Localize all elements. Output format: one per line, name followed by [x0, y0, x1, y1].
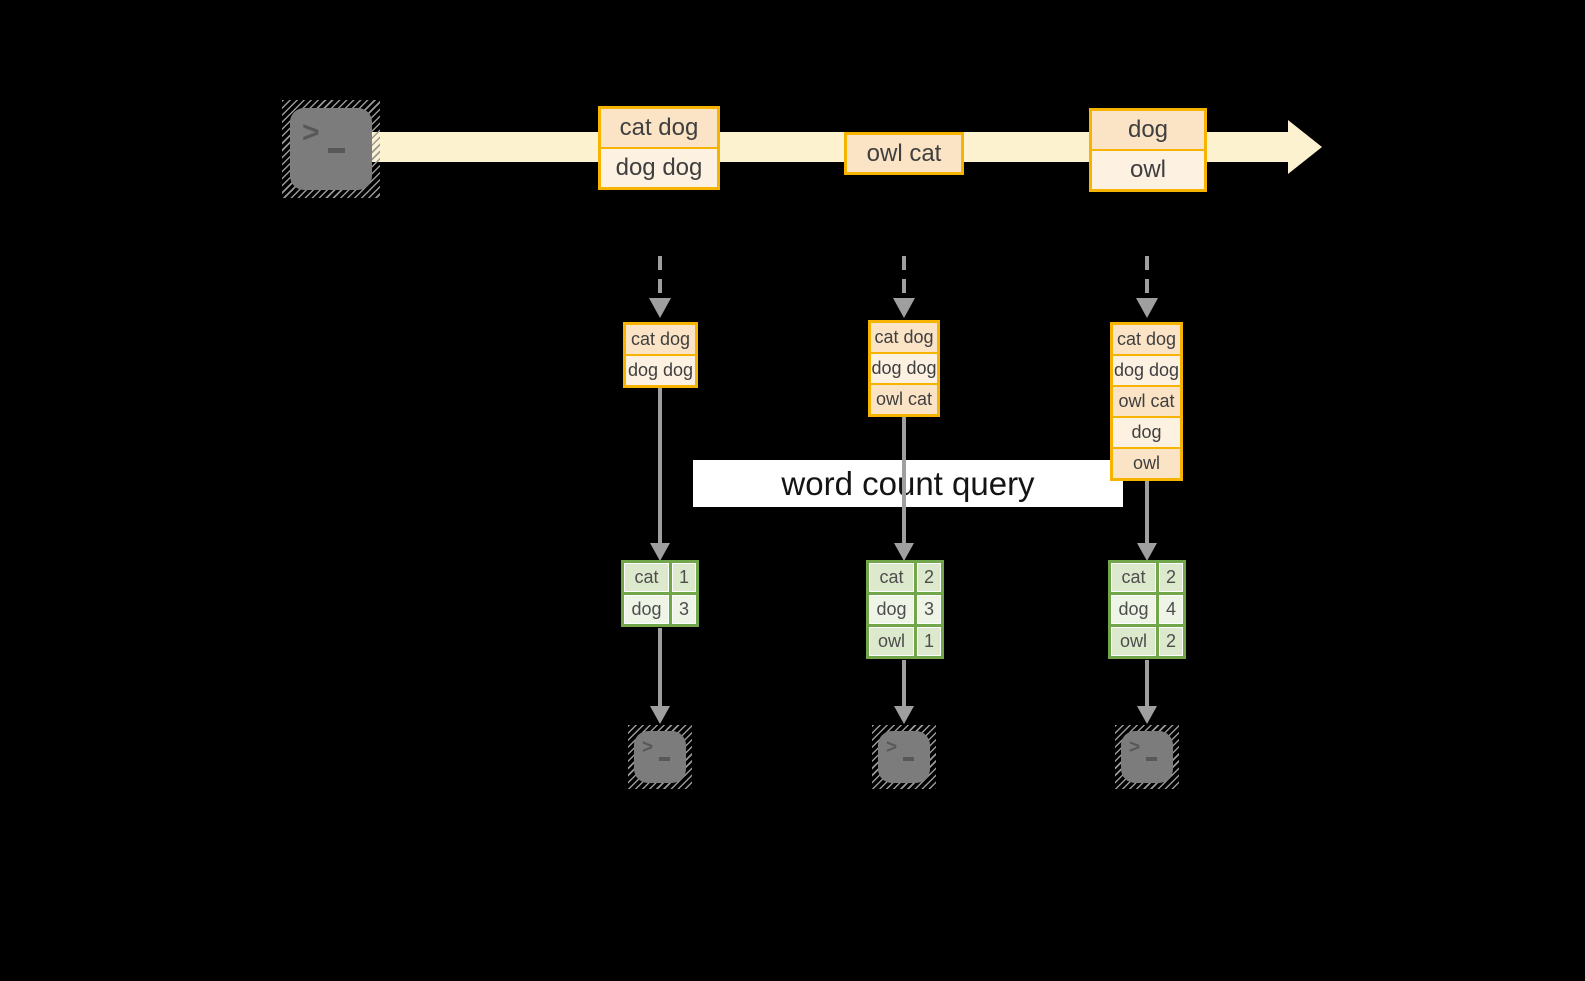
prompt-underscore-icon	[659, 757, 670, 761]
count-word-cell: cat	[869, 563, 914, 592]
prompt-chevron-icon: >	[642, 737, 654, 758]
queue-item: cat dog	[1113, 325, 1180, 354]
batch-row: cat dog	[601, 109, 717, 147]
prompt-underscore-icon	[903, 757, 914, 761]
query-label-text: word count query	[781, 464, 1035, 502]
queue-item: cat dog	[871, 323, 937, 352]
ingest-arrow-3	[1136, 256, 1158, 318]
prompt-chevron-icon: >	[1129, 737, 1141, 758]
query-arrow-3	[1137, 480, 1157, 561]
queue-item: owl cat	[871, 385, 937, 414]
queue-box-2: cat dog dog dog owl cat	[868, 320, 940, 417]
count-word-cell: owl	[869, 627, 914, 656]
prompt-chevron-icon: >	[302, 116, 320, 149]
terminal-body: >	[878, 731, 930, 783]
sink-arrow-2	[894, 660, 914, 724]
queue-item: dog dog	[871, 354, 937, 383]
count-word-cell: dog	[624, 595, 669, 624]
count-word-cell: owl	[1111, 627, 1156, 656]
count-value-cell: 3	[672, 595, 696, 624]
count-table-1: cat 1 dog 3	[621, 560, 699, 627]
queue-item: cat dog	[626, 325, 695, 354]
sink-arrow-1	[650, 628, 670, 724]
query-arrow-1	[650, 388, 670, 561]
prompt-underscore-icon	[1146, 757, 1157, 761]
batch-row: dog	[1092, 111, 1204, 149]
ingest-arrow-2	[893, 256, 915, 318]
queue-box-1: cat dog dog dog	[623, 322, 698, 388]
count-value-cell: 2	[1159, 563, 1183, 592]
batch-row: dog dog	[601, 149, 717, 187]
count-word-cell: cat	[624, 563, 669, 592]
queue-box-3: cat dog dog dog owl cat dog owl	[1110, 322, 1183, 481]
count-value-cell: 1	[672, 563, 696, 592]
batch-row: owl	[1092, 151, 1204, 189]
count-value-cell: 2	[917, 563, 941, 592]
count-word-cell: dog	[869, 595, 914, 624]
stream-arrowhead-icon	[1288, 120, 1322, 174]
count-value-cell: 4	[1159, 595, 1183, 624]
count-word-cell: dog	[1111, 595, 1156, 624]
queue-item: owl	[1113, 449, 1180, 478]
batch-box-1: cat dog dog dog	[598, 106, 720, 190]
batch-row: owl cat	[847, 135, 961, 172]
terminal-body: >	[1121, 731, 1173, 783]
terminal-body: >	[290, 108, 372, 190]
count-word-cell: cat	[1111, 563, 1156, 592]
queue-item: dog dog	[1113, 356, 1180, 385]
terminal-sink-icon-3: >	[1115, 725, 1179, 789]
count-value-cell: 1	[917, 627, 941, 656]
terminal-sink-icon-1: >	[628, 725, 692, 789]
count-table-3: cat 2 dog 4 owl 2	[1108, 560, 1186, 659]
terminal-sink-icon-2: >	[872, 725, 936, 789]
sink-arrow-3	[1137, 660, 1157, 724]
batch-box-3: dog owl	[1089, 108, 1207, 192]
count-value-cell: 3	[917, 595, 941, 624]
prompt-chevron-icon: >	[886, 737, 898, 758]
prompt-underscore-icon	[328, 148, 345, 153]
queue-item: dog dog	[626, 356, 695, 385]
queue-item: owl cat	[1113, 387, 1180, 416]
count-table-2: cat 2 dog 3 owl 1	[866, 560, 944, 659]
query-label: word count query	[693, 460, 1123, 507]
batch-box-2: owl cat	[844, 132, 964, 175]
terminal-source-icon: >	[282, 100, 380, 198]
ingest-arrow-1	[649, 256, 671, 318]
terminal-body: >	[634, 731, 686, 783]
queue-item: dog	[1113, 418, 1180, 447]
count-value-cell: 2	[1159, 627, 1183, 656]
